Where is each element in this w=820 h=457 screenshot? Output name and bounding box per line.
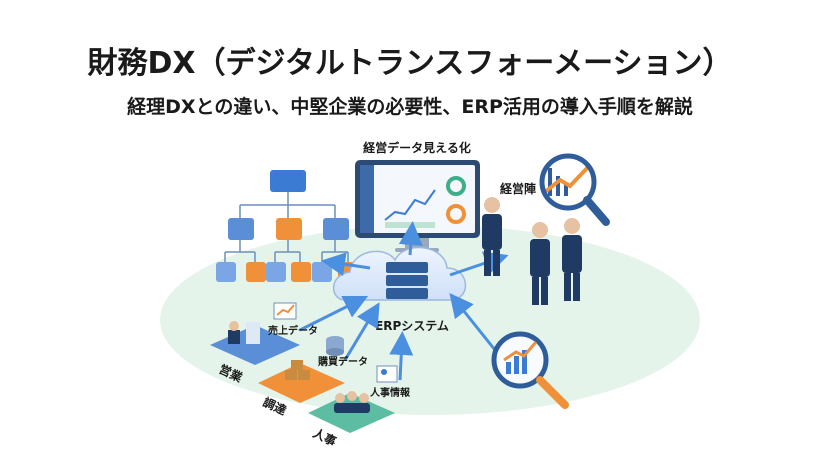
purchase-data-label: 購買データ [317,355,368,368]
sales-data-label: 売上データ [268,324,318,337]
magnifier-chart-icon [491,331,569,409]
executive-figures [482,197,582,305]
magnifier-icon [539,153,610,226]
dashboard-monitor [355,160,480,252]
management-label: 経営陣 [500,181,536,196]
hr-info-label: 人事情報 [370,386,411,399]
page-subtitle: 経理DXとの違い、中堅企業の必要性、ERP活用の導入手順を解説 [127,96,693,118]
dept-sales-tile [210,321,300,365]
dept-hr-label: 人事 [311,425,339,449]
dashboard-label: 経営データ見える化 [363,140,471,155]
hr-info-icon [376,365,398,383]
flow-arrows [299,221,509,381]
org-chart [224,190,349,262]
page-title: 財務DX（デジタルトランスフォーメーション） [87,46,733,81]
server-icon [386,262,428,299]
org-node-row2 [228,218,349,240]
dept-procurement-tile [258,360,345,403]
org-node-top [270,170,306,192]
dept-hr-tile [308,391,395,433]
purchase-data-icon [326,336,344,356]
sales-data-icon [273,302,297,320]
erp-label: ERPシステム [375,319,449,333]
growth-chart-icon [543,163,592,196]
